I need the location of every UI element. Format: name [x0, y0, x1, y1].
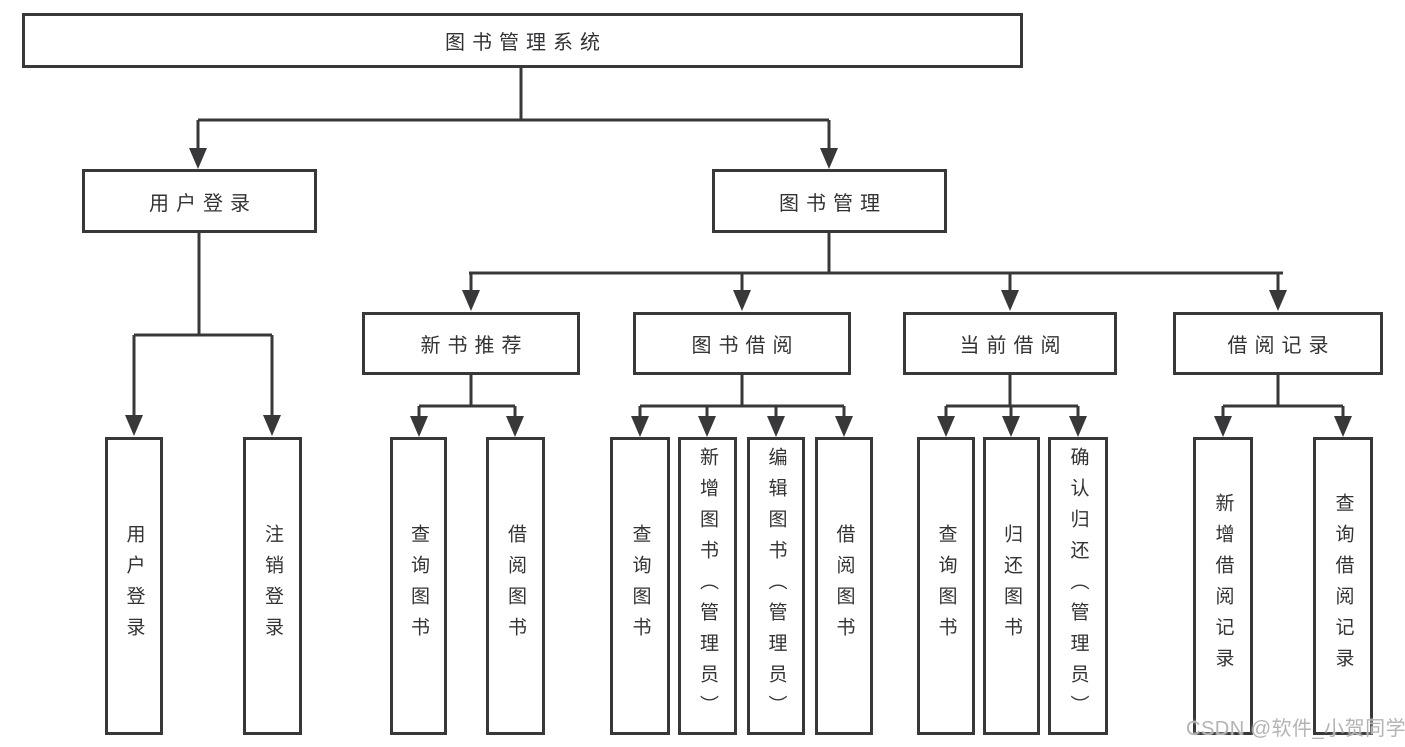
arrowhead-icon [1214, 416, 1232, 437]
leaf-borrow-book: 借阅图书 [815, 437, 873, 735]
node-label: 图书借阅 [691, 335, 800, 357]
leaf-query-book-current: 查询图书 [917, 437, 975, 735]
arrowhead-icon [937, 416, 955, 437]
arrowhead-icon [631, 416, 649, 437]
arrowhead-icon [410, 416, 428, 437]
leaf-logout: 注销登录 [243, 437, 302, 735]
node-label: 用户登录 [149, 192, 257, 215]
node-label: 确认归还（管理员） [1067, 446, 1089, 726]
connector-book-borrow-children [631, 375, 853, 437]
arrowhead-icon [767, 416, 785, 437]
leaf-query-book-borrow: 查询图书 [610, 437, 670, 735]
arrowhead-icon [1001, 290, 1019, 311]
arrowhead-icon [1334, 416, 1352, 437]
leaf-query-borrow-record: 查询借阅记录 [1313, 437, 1373, 735]
arrowhead-icon [125, 415, 143, 436]
leaf-add-borrow-record: 新增借阅记录 [1193, 437, 1253, 735]
leaf-user-login: 用户登录 [105, 437, 163, 735]
node-label: 借阅图书 [833, 524, 855, 648]
node-book-borrow: 图书借阅 [633, 312, 851, 375]
arrowhead-icon [1002, 416, 1020, 437]
node-label: 图书管理系统 [445, 32, 607, 54]
leaf-return-book: 归还图书 [983, 437, 1040, 735]
node-label: 注销登录 [262, 524, 283, 648]
arrowhead-icon [1269, 290, 1287, 311]
leaf-borrow-book-recommend: 借阅图书 [486, 437, 545, 735]
connector-borrow-record-children [1214, 375, 1352, 437]
node-book-management: 图书管理 [712, 169, 947, 233]
arrowhead-icon [263, 415, 281, 436]
leaf-edit-book-admin: 编辑图书（管理员） [747, 437, 805, 735]
node-label: 编辑图书（管理员） [765, 446, 787, 726]
arrowhead-icon [835, 416, 853, 437]
connector-root-to-level2 [189, 68, 838, 169]
node-label: 查询图书 [629, 524, 651, 648]
watermark: CSDN @软件_小贺同学 [1186, 718, 1405, 740]
node-label: 图书管理 [779, 192, 887, 215]
connector-book-management-children [462, 233, 1287, 311]
leaf-confirm-return-admin: 确认归还（管理员） [1048, 437, 1108, 735]
arrowhead-icon [698, 416, 716, 437]
node-label: 查询图书 [935, 524, 957, 648]
connector-user-login-children [125, 233, 281, 436]
node-label: 新增借阅记录 [1212, 493, 1234, 679]
arrowhead-icon [189, 148, 207, 169]
arrowhead-icon [462, 290, 480, 311]
node-user-login: 用户登录 [82, 169, 317, 233]
node-label: 查询借阅记录 [1332, 493, 1354, 679]
arrowhead-icon [506, 416, 524, 437]
node-label: 归还图书 [1001, 524, 1022, 648]
node-current-borrow: 当前借阅 [903, 312, 1117, 375]
leaf-add-book-admin: 新增图书（管理员） [678, 437, 737, 735]
node-label: 借阅图书 [505, 524, 526, 648]
leaf-query-book-recommend: 查询图书 [390, 437, 447, 735]
node-label: 当前借阅 [959, 335, 1068, 357]
arrowhead-icon [1069, 416, 1087, 437]
connector-current-borrow-children [937, 375, 1087, 437]
node-new-book-recommend: 新书推荐 [362, 312, 580, 375]
node-root-system: 图书管理系统 [22, 13, 1023, 68]
node-label: 借阅记录 [1227, 335, 1336, 357]
node-label: 新书推荐 [420, 335, 529, 357]
node-label: 用户登录 [123, 524, 145, 648]
node-borrow-record: 借阅记录 [1173, 312, 1383, 375]
node-label: 新增图书（管理员） [697, 446, 718, 726]
connector-new-book-children [410, 375, 524, 437]
arrowhead-icon [733, 290, 751, 311]
node-label: 查询图书 [408, 524, 429, 648]
arrowhead-icon [820, 148, 838, 169]
